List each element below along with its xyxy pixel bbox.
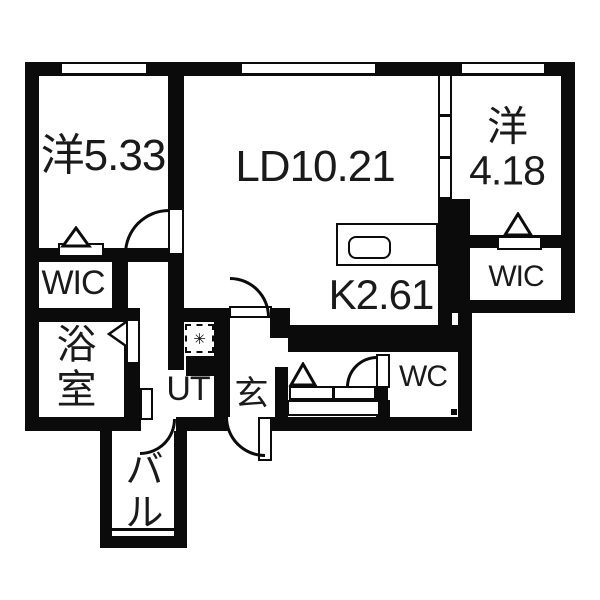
wic-left-folding-door-icon (60, 226, 92, 248)
window-bedroom1 (60, 62, 148, 75)
wic-left-label: WIC (41, 264, 105, 302)
bath-label-line2: 室 (56, 368, 97, 412)
wc-door-arc (346, 356, 377, 387)
wall-utility-entrance (214, 322, 230, 417)
wc-niche (390, 401, 440, 417)
utility-label: UT (166, 370, 210, 408)
kitchen-sink (348, 236, 391, 259)
balcony-label-line2: ル (125, 492, 163, 534)
entrance-label: 玄 (234, 375, 269, 413)
bath-folding-door-icon (106, 320, 127, 348)
wall-right (561, 62, 575, 313)
wall-utility-stub (186, 356, 214, 376)
wall-left (25, 62, 39, 431)
slide-panel-3 (438, 157, 452, 199)
balcony-inner-line (112, 528, 174, 531)
shoe-cabinet-bottom (287, 400, 380, 416)
wall-wic-left-side (112, 248, 128, 322)
toilet-label: WC (399, 360, 448, 393)
shoe-cabinet-top-right (333, 386, 376, 400)
window-living (240, 62, 377, 75)
entrance-door-arc (225, 417, 265, 457)
wall-right-lower (458, 313, 472, 431)
bedroom1-door-arc (124, 209, 169, 254)
wall-balcony-right (174, 431, 187, 548)
bedroom2-label-line2: 4.18 (469, 148, 546, 194)
wall-kitchen-south (288, 325, 460, 352)
washing-machine-icon: ✳ (185, 324, 214, 353)
slide-panel-2 (438, 115, 452, 158)
washing-machine-symbol: ✳ (193, 330, 206, 348)
wic-right-opening (497, 236, 542, 250)
wall-balcony-bottom (100, 536, 187, 548)
living-hall-door-arc (230, 277, 270, 317)
wc-floor-dot (451, 409, 457, 415)
wc-door-leaf (376, 354, 390, 388)
wall-living-south-stub (270, 308, 290, 338)
wic-right-folding-door-icon (502, 212, 534, 237)
balcony-door-leaf (140, 388, 153, 420)
wall-living-south-left (182, 308, 230, 322)
slide-panel-1 (438, 74, 452, 116)
wall-wic-right-bottom (452, 300, 575, 313)
bath-label-line1: 浴 (56, 323, 97, 368)
wall-entrance-corridor (275, 367, 288, 417)
living-label: LD10.21 (235, 142, 395, 191)
wall-kitchen-east (438, 266, 452, 326)
bedroom2-label-line1: 洋 (487, 103, 528, 150)
wall-balcony-left (100, 418, 112, 548)
kitchen-label: K2.61 (328, 271, 435, 318)
bedroom2-label: 洋 4.18 (469, 103, 546, 194)
bedroom1-label: 洋5.33 (40, 131, 167, 180)
bath-label: 浴 室 (56, 323, 97, 413)
balcony-label-line1: バ (125, 449, 163, 492)
bedroom1-door-leaf (168, 208, 184, 255)
window-bedroom2 (460, 62, 546, 75)
wic-right-label: WIC (488, 260, 544, 293)
wall-wic-right-side (452, 235, 470, 313)
wall-bath-top (25, 308, 140, 322)
wc-room-floor (388, 352, 458, 400)
corridor-closet-folding-door-icon (288, 362, 318, 387)
bath-door-leaf (126, 319, 140, 364)
shoe-cabinet-top-left (289, 386, 334, 400)
balcony-label: バ ル (125, 449, 163, 534)
